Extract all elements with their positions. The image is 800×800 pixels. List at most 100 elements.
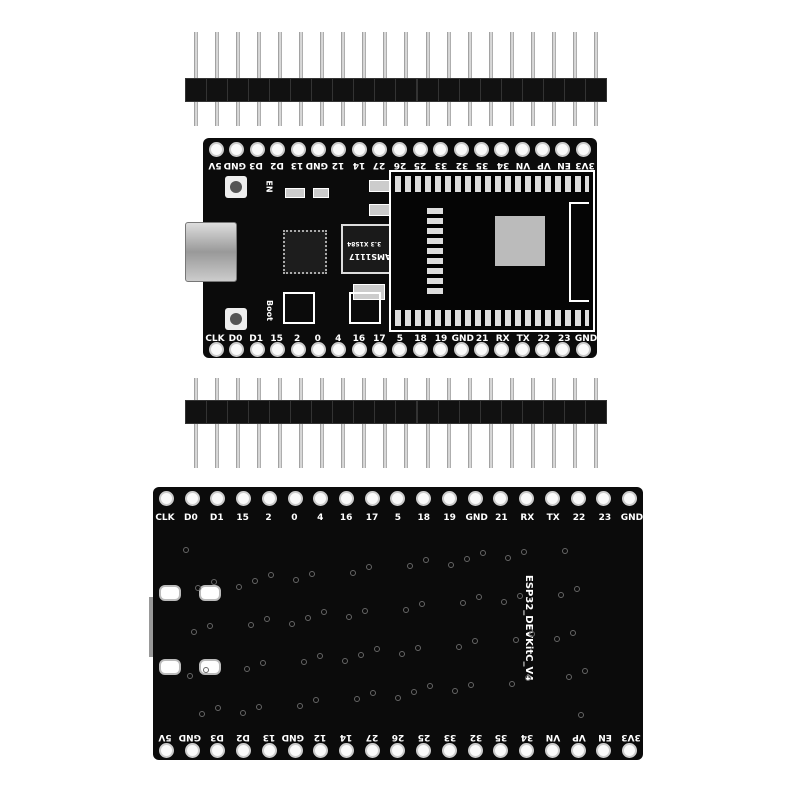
pin-label: VP [536, 160, 551, 170]
header-pin [563, 378, 586, 468]
solder-pad [339, 491, 355, 506]
pin-plastic [332, 78, 355, 102]
regulator-sub: 3.3 X1S84 [347, 240, 382, 247]
pin-label: 12 [313, 732, 327, 742]
pin-label: 26 [393, 160, 407, 170]
pin-plastic [206, 78, 229, 102]
pin-label: VN [545, 732, 561, 742]
via [289, 621, 295, 627]
pin-label: GND [305, 160, 328, 170]
via [301, 659, 307, 665]
solder-pad [331, 142, 347, 157]
pin-plastic [521, 78, 544, 102]
via [215, 705, 221, 711]
header-pin [584, 32, 607, 126]
solder-pad [519, 491, 535, 506]
micro-usb-port[interactable] [185, 222, 237, 282]
pin-plastic [290, 400, 313, 424]
via [415, 645, 421, 651]
header-pin [185, 32, 207, 126]
pin-label: VP [572, 732, 586, 742]
via [521, 549, 527, 555]
pin-label: 17 [373, 334, 386, 344]
solder-pad [339, 743, 355, 758]
usb-mount-hole [199, 585, 221, 601]
solder-pad [596, 743, 612, 758]
pin-label: GND [465, 513, 488, 523]
pad-row-bottom [159, 743, 637, 758]
pin-label: 22 [537, 334, 551, 344]
solder-pad [493, 743, 509, 758]
solder-pad [249, 142, 265, 157]
pin-plastic [311, 400, 334, 424]
solder-pad [287, 491, 303, 506]
header-pin [500, 378, 523, 468]
solder-pad [416, 491, 432, 506]
usb-shell-edge [149, 597, 153, 657]
solder-pad [390, 491, 406, 506]
pin-label: 16 [339, 513, 353, 523]
solder-pad [453, 342, 469, 357]
pin-label: D1 [209, 513, 224, 523]
pin-label: 27 [365, 732, 379, 742]
via [370, 690, 376, 696]
via [199, 711, 205, 717]
pin-plastic [227, 78, 250, 102]
via [260, 660, 266, 666]
solder-pad [467, 743, 483, 758]
boot-label: Boot [264, 300, 274, 321]
header-pin [311, 378, 334, 468]
pin-label: 26 [391, 732, 405, 742]
solder-pad [249, 342, 265, 357]
pin-label: 19 [443, 513, 456, 523]
solder-pad [229, 342, 245, 357]
solder-pad [621, 491, 637, 506]
solder-pad [270, 142, 286, 157]
pad-row-top [209, 142, 591, 157]
pin-label: 5 [396, 334, 404, 344]
via [464, 556, 470, 562]
pin-label: 14 [352, 160, 366, 170]
usb-mount-hole [199, 659, 221, 675]
pin-plastic [353, 400, 376, 424]
pin-plastic [374, 78, 397, 102]
regulator-label: AMS1117 [349, 252, 392, 261]
via [509, 681, 515, 687]
boot-button[interactable] [225, 308, 247, 330]
module-pads-top [395, 176, 589, 192]
header-pin [206, 378, 229, 468]
via [513, 637, 519, 643]
solder-pad [467, 491, 483, 506]
header-pin [416, 378, 439, 468]
via [554, 636, 560, 642]
header-pin [542, 378, 565, 468]
via [346, 614, 352, 620]
pin-label: 12 [332, 160, 345, 170]
via [321, 609, 327, 615]
via [183, 547, 189, 553]
via [460, 600, 466, 606]
via [566, 674, 572, 680]
header-pin [563, 32, 586, 126]
module-pads-bottom [395, 310, 589, 326]
pin-label: 0 [291, 513, 298, 523]
via [236, 584, 242, 590]
via [456, 644, 462, 650]
pin-label: RX [495, 334, 510, 344]
solder-pad [441, 491, 457, 506]
solder-pad [210, 743, 226, 758]
pin-label: 19 [434, 334, 448, 344]
header-pin [374, 378, 397, 468]
en-label: EN [264, 180, 274, 193]
solder-pad [570, 743, 586, 758]
solder-pad [351, 342, 367, 357]
pin-label: 35 [475, 160, 489, 170]
pad-row-top [159, 491, 637, 506]
pin-plastic [290, 78, 313, 102]
en-button[interactable] [225, 176, 247, 198]
pin-plastic [416, 400, 439, 424]
via [525, 675, 531, 681]
pin-label: 32 [469, 732, 482, 742]
